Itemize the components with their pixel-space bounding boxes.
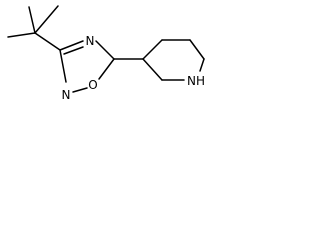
atom-label-n2: N [62,88,71,102]
atom-label-piperidine-nh: NH [187,74,205,88]
piperidine-ring [142,39,205,81]
bond-pip-c5-c6 [189,39,205,60]
chemical-structure-diagram: N N O NH [7,5,205,102]
bond-c5-o1 [98,58,115,80]
bond-tbu-methyl-right [34,5,59,34]
bond-pip-c2-c3 [142,58,163,81]
bond-pip-c3-c4 [142,39,163,60]
bond-tbu-methyl-left [7,32,36,38]
bond-c3-n4-double-inner [63,46,84,55]
atom-label-o1: O [88,78,97,92]
bond-tbu-to-ring [34,32,61,51]
tert-butyl-group [7,5,61,51]
bond-pip-c6-n [199,58,205,72]
bond-o1-n2 [72,87,88,93]
atom-label-n4: N [86,34,95,48]
bond-c3-n4-double-outer [59,40,84,51]
bond-n2-c3 [59,49,67,83]
bond-tbu-methyl-top [28,6,36,34]
oxadiazole-ring [59,40,115,93]
bond-n4-c5 [95,40,115,60]
